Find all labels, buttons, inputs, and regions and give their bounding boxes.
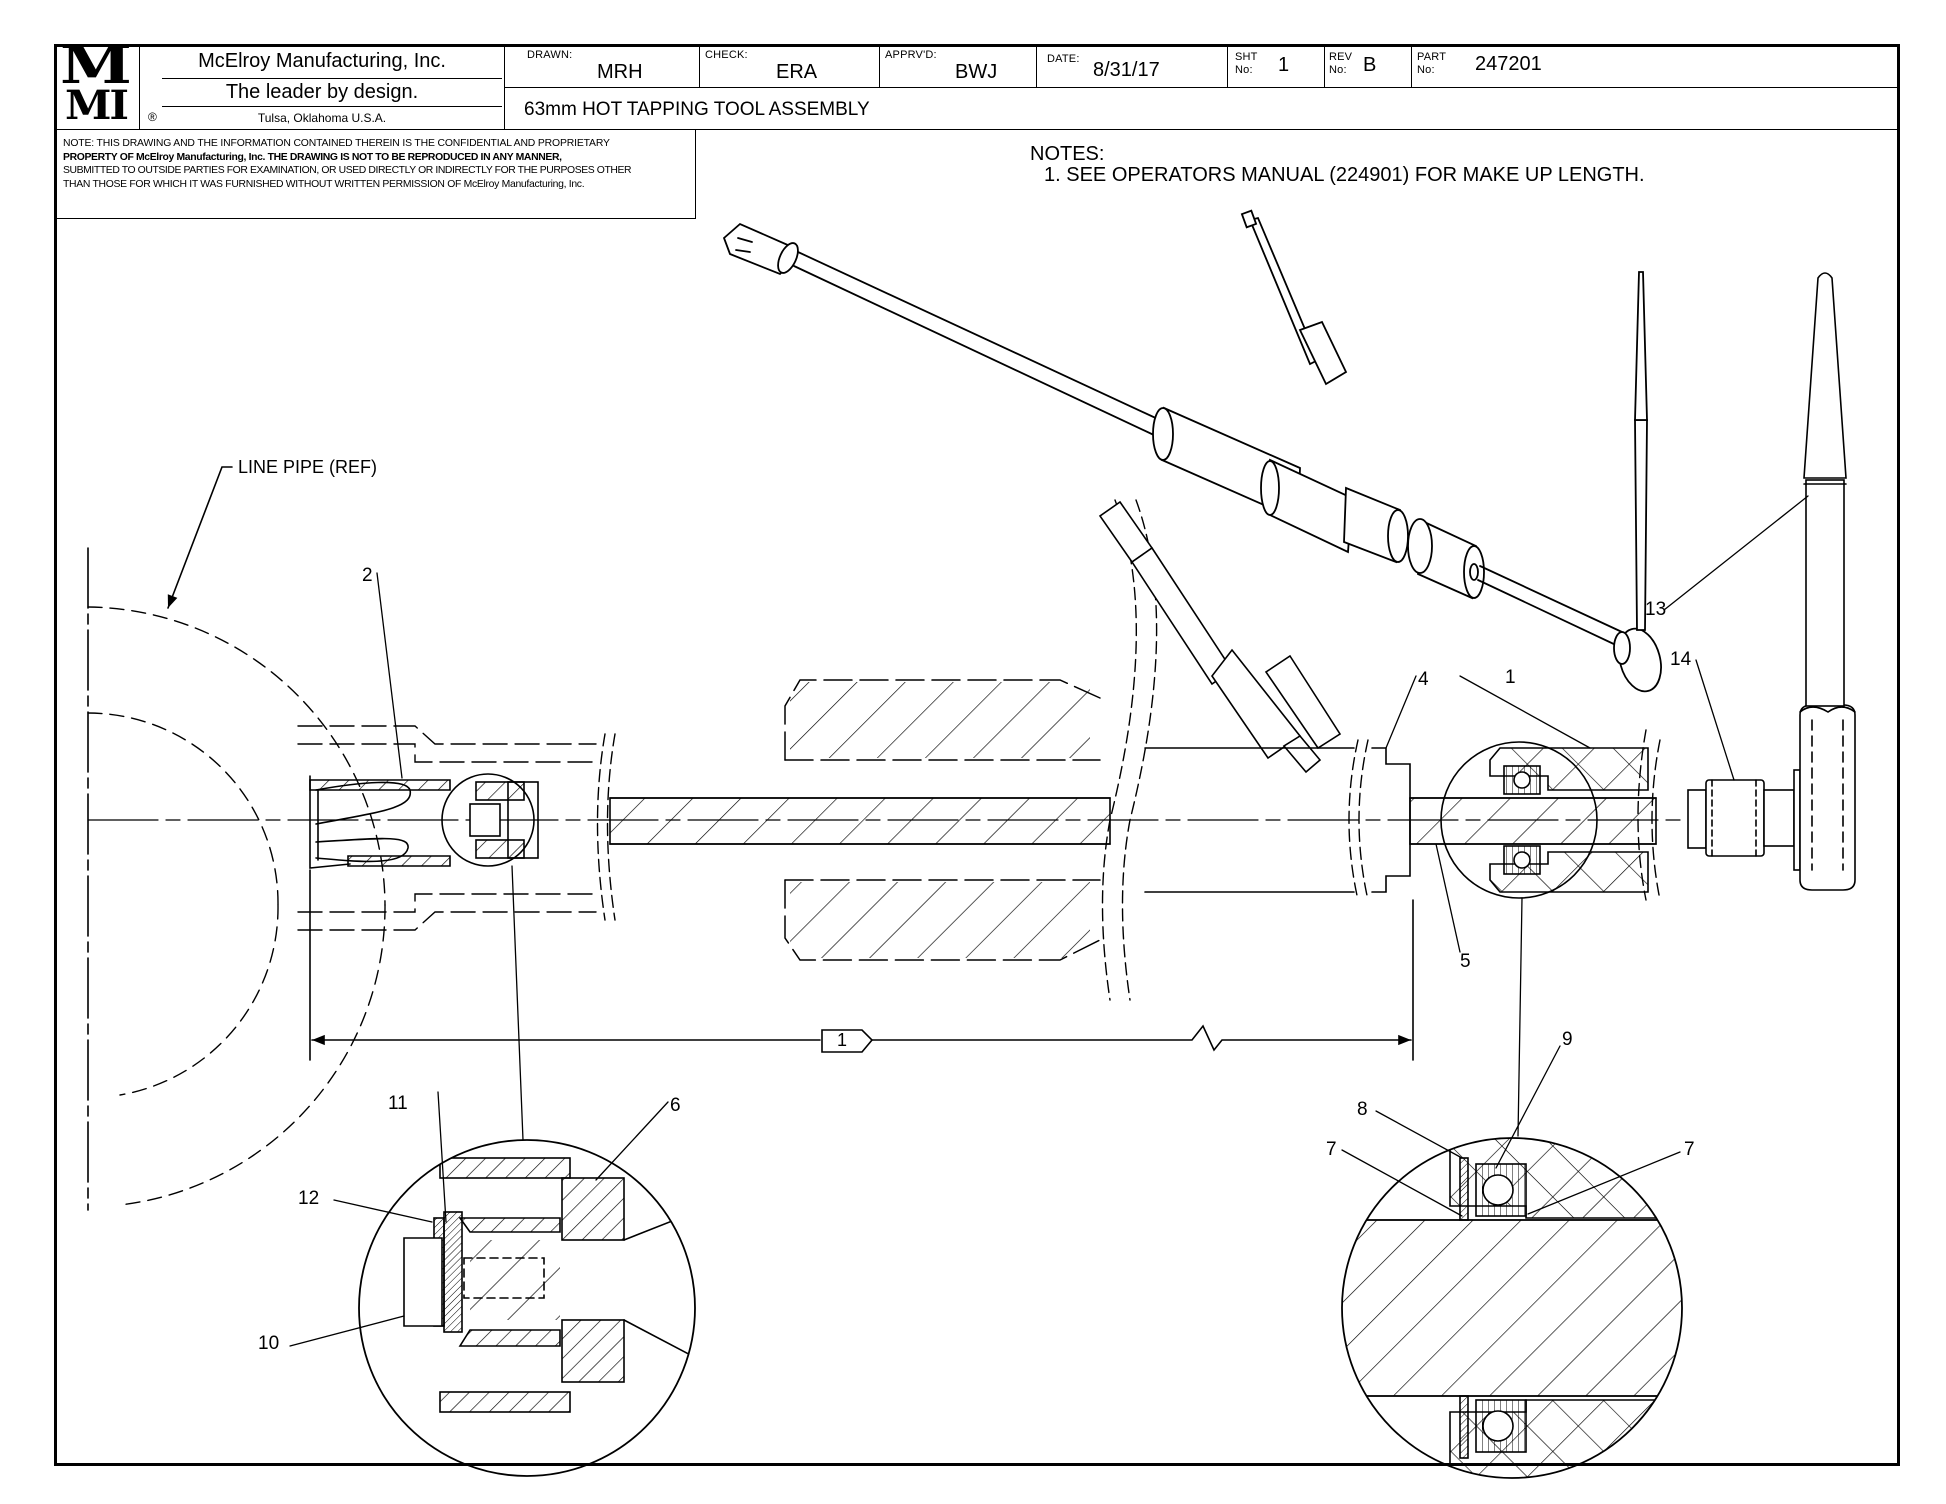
note-line: THAN THOSE FOR WHICH IT WAS FURNISHED WI… — [63, 178, 585, 190]
date-label: DATE: — [1047, 53, 1080, 65]
balloon-4: 4 — [1418, 669, 1429, 690]
side-valve — [1098, 500, 1342, 774]
approved-label: APPRV'D: — [885, 49, 937, 61]
sheet-cell: SHT No: 1 — [1228, 44, 1325, 88]
dimension-tag-label: 1 — [837, 1030, 848, 1050]
company-cell: McElroy Manufacturing, Inc. The leader b… — [140, 44, 505, 130]
iso-housing — [1152, 406, 1485, 600]
registered-mark-icon: ® — [148, 110, 157, 124]
notes-heading: NOTES: — [1030, 143, 1105, 165]
revision-cell: REV No: B — [1325, 44, 1412, 88]
sheet-label-top: SHT — [1235, 51, 1258, 63]
balloon-12: 12 — [298, 1188, 320, 1209]
check-label: CHECK: — [705, 49, 748, 61]
dimension-tag-box — [821, 1029, 874, 1053]
company-name: McElroy Manufacturing, Inc. — [198, 50, 446, 72]
note-item: 1. SEE OPERATORS MANUAL (224901) FOR MAK… — [1044, 164, 1645, 186]
logo-letters-mi: MI — [65, 82, 129, 129]
drawn-label: DRAWN: — [527, 49, 573, 61]
sheet-label-bottom: No: — [1235, 64, 1253, 76]
balloon-1: 1 — [1505, 667, 1516, 688]
balloon-11: 11 — [388, 1093, 408, 1114]
line-pipe — [87, 606, 386, 1206]
company-location: Tulsa, Oklahoma U.S.A. — [257, 111, 387, 125]
date-value: 8/31/17 — [1093, 59, 1160, 81]
divider — [162, 106, 502, 107]
company-logo: M MI — [58, 40, 134, 129]
confidentiality-note: NOTE: THIS DRAWING AND THE INFORMATION C… — [54, 130, 696, 219]
rev-label-bottom: No: — [1329, 64, 1347, 76]
note-line: NOTE: THIS DRAWING AND THE INFORMATION C… — [63, 138, 610, 149]
part-label-bottom: No: — [1417, 64, 1435, 76]
phantom-housing — [784, 679, 1101, 961]
balloon-2: 2 — [362, 565, 373, 586]
balloon-8: 8 — [1357, 1099, 1368, 1120]
handle — [1799, 272, 1856, 891]
balloon-7-right: 7 — [1684, 1139, 1695, 1160]
balloon-14: 14 — [1670, 649, 1692, 670]
drawing-title-cell: 63mm HOT TAPPING TOOL ASSEMBLY — [505, 88, 1900, 130]
balloon-7-left: 7 — [1326, 1139, 1337, 1160]
approved-value: BWJ — [955, 61, 998, 83]
iso-cutter-head — [722, 222, 799, 276]
part-label-top: PART — [1417, 51, 1447, 63]
balloon-6: 6 — [670, 1095, 681, 1116]
detail-b — [1341, 1045, 1683, 1479]
rev-label-top: REV — [1329, 51, 1353, 63]
balloon-13: 13 — [1645, 599, 1667, 620]
phantom-body — [297, 725, 597, 931]
logo-cell: M MI — [54, 40, 140, 130]
logo-letter-m: M — [60, 35, 132, 96]
detail-circle-a — [441, 773, 535, 867]
check-value: ERA — [776, 61, 818, 83]
divider — [162, 78, 502, 79]
drawing-border — [54, 44, 1900, 1466]
note-line: SUBMITTED TO OUTSIDE PARTIES FOR EXAMINA… — [63, 165, 632, 176]
detail-b-leaders — [1341, 1045, 1681, 1217]
drawing-title: 63mm HOT TAPPING TOOL ASSEMBLY — [524, 99, 870, 120]
line-pipe-reference-label: LINE PIPE (REF) — [238, 457, 378, 477]
cutter-bolt-area — [469, 781, 539, 859]
part-number-value: 247201 — [1475, 53, 1542, 75]
iso-rear-shaft — [1477, 565, 1623, 647]
iso-handle — [1613, 271, 1662, 693]
main-section-view — [87, 272, 1856, 1211]
part-number-cell: PART No: 247201 — [1412, 44, 1900, 88]
approved-cell: APPRV'D: BWJ — [880, 44, 1037, 88]
balloon-9: 9 — [1562, 1029, 1573, 1050]
company-slogan: The leader by design. — [225, 81, 419, 103]
sheet-value: 1 — [1278, 54, 1290, 76]
drawn-value: MRH — [597, 61, 643, 83]
detail-a-leaders — [289, 1091, 669, 1347]
rev-value: B — [1363, 54, 1377, 76]
rear-coupling — [1687, 769, 1801, 871]
balloon-10: 10 — [258, 1333, 280, 1354]
check-cell: CHECK: ERA — [700, 44, 880, 88]
cutter-body — [309, 775, 451, 869]
line-pipe-leader — [167, 466, 233, 609]
iso-side-valve — [1240, 209, 1348, 386]
isometric-view — [722, 209, 1662, 693]
date-cell: DATE: 8/31/17 — [1037, 44, 1228, 88]
note-line: PROPERTY OF McElroy Manufacturing, Inc. … — [63, 151, 562, 163]
drawn-cell: DRAWN: MRH — [505, 44, 700, 88]
notes-block: NOTES: 1. SEE OPERATORS MANUAL (224901) … — [1030, 144, 1645, 186]
rear-shaft — [1409, 797, 1657, 845]
iso-shaft — [793, 251, 1161, 437]
break-lines — [596, 499, 1661, 1001]
balloon-5: 5 — [1460, 951, 1471, 972]
detail-circle-b — [1440, 741, 1598, 899]
leader-lines — [376, 495, 1809, 1141]
dimension-1 — [309, 869, 1414, 1061]
detail-a — [289, 1091, 696, 1477]
bearing-housing — [1489, 747, 1649, 893]
main-shaft — [609, 797, 1111, 845]
